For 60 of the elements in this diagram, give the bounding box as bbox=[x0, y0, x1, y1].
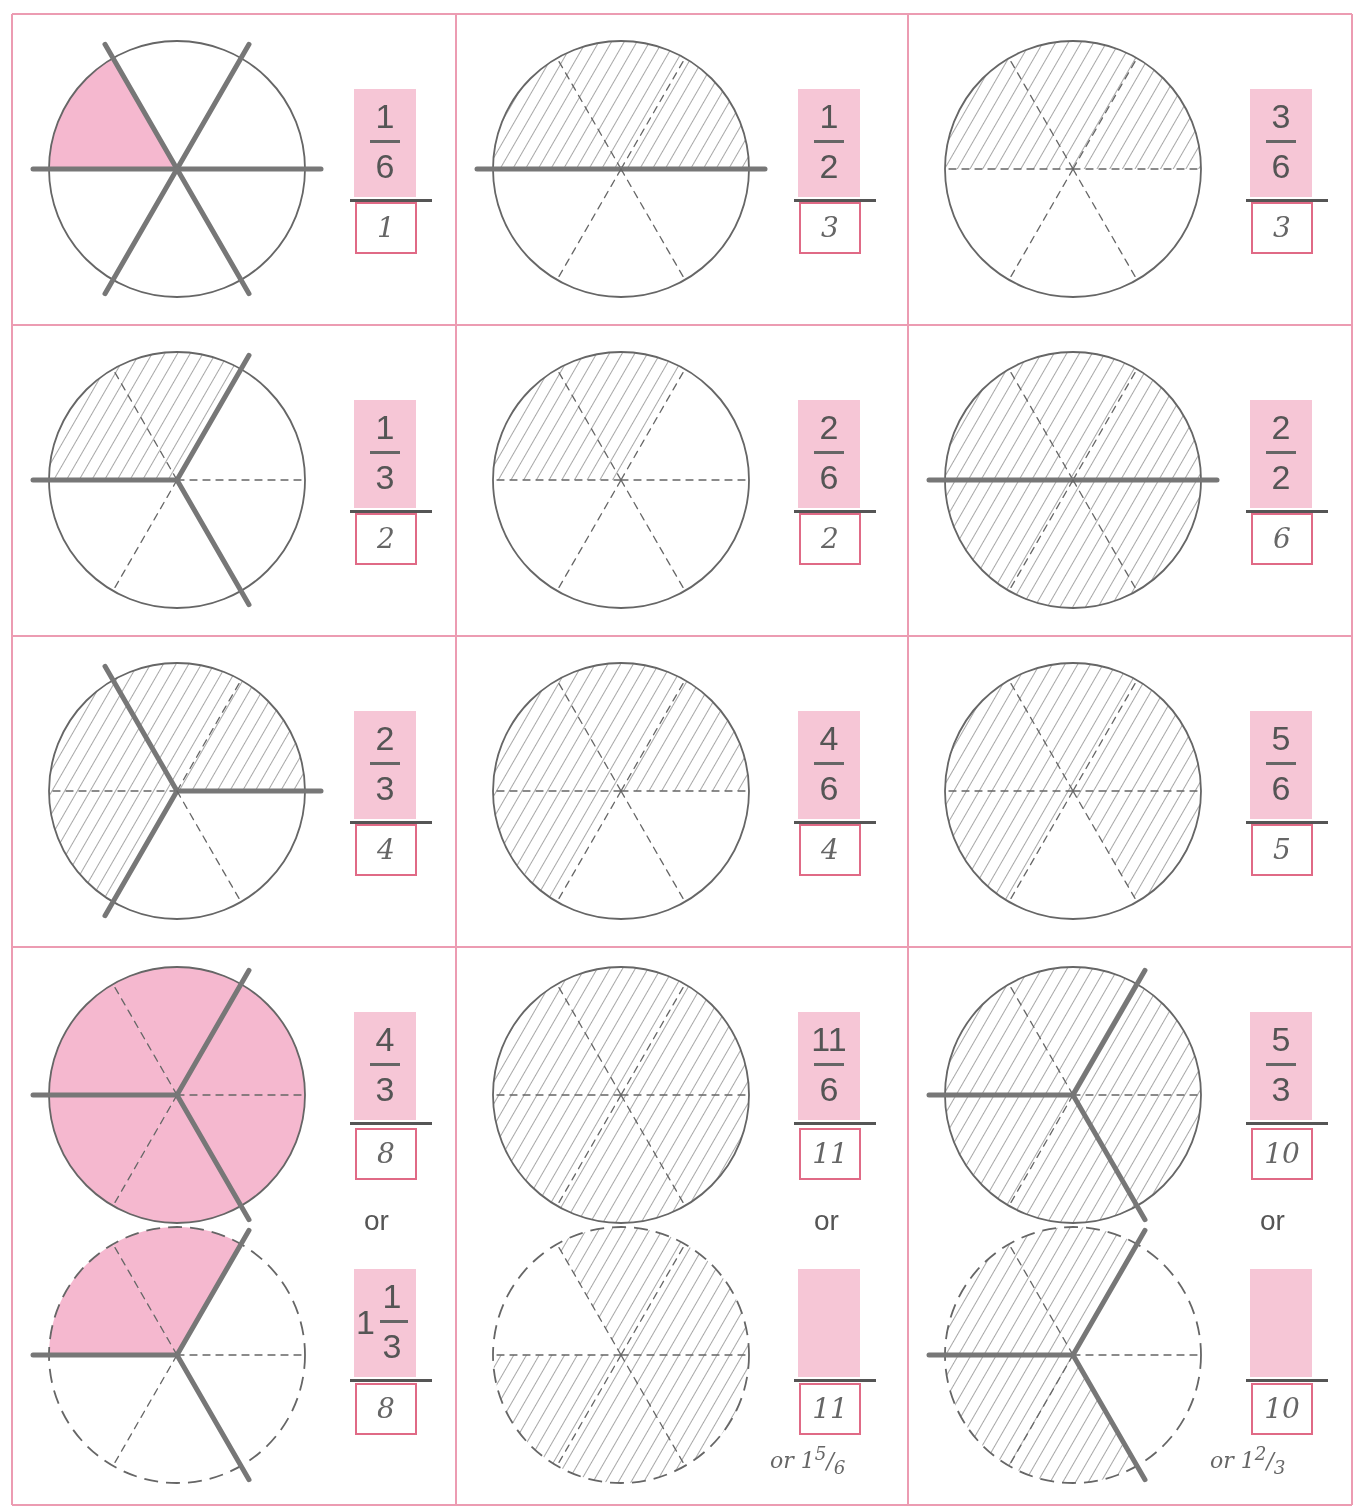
denominator: 6 bbox=[818, 460, 840, 494]
denominator: 6 bbox=[1270, 149, 1292, 183]
answer-box: 11 bbox=[799, 1383, 861, 1435]
numerator: 1 bbox=[374, 99, 396, 133]
numerator: 4 bbox=[374, 1022, 396, 1056]
answer-box: 3 bbox=[799, 202, 861, 254]
numerator: 2 bbox=[374, 721, 396, 755]
or-word: or bbox=[364, 1205, 389, 1237]
denominator: 6 bbox=[374, 149, 396, 183]
answer-box: 4 bbox=[799, 824, 861, 876]
fraction-block bbox=[1250, 1269, 1312, 1377]
fraction-block bbox=[1250, 400, 1312, 508]
or-word: or bbox=[1260, 1205, 1285, 1237]
numerator: 1 bbox=[374, 410, 396, 444]
answer-box: 10 bbox=[1251, 1128, 1313, 1180]
numerator: 1 bbox=[381, 1279, 403, 1313]
denominator: 3 bbox=[381, 1329, 403, 1363]
fraction-block bbox=[1250, 1012, 1312, 1120]
answer-box: 1 bbox=[355, 202, 417, 254]
denominator: 3 bbox=[374, 460, 396, 494]
answer-box: 8 bbox=[355, 1128, 417, 1180]
answer-box: 4 bbox=[355, 824, 417, 876]
numerator: 2 bbox=[818, 410, 840, 444]
answer-box: 5 bbox=[1251, 824, 1313, 876]
answer-box: 2 bbox=[355, 513, 417, 565]
fraction-block bbox=[354, 89, 416, 197]
whole-number: 1 bbox=[356, 1305, 372, 1339]
denominator: 3 bbox=[1270, 1072, 1292, 1106]
numerator: 1 bbox=[818, 99, 840, 133]
or-word: or bbox=[814, 1205, 839, 1237]
fraction-block bbox=[354, 400, 416, 508]
answer-box: 11 bbox=[799, 1128, 861, 1180]
answer-box: 8 bbox=[355, 1383, 417, 1435]
fraction-block bbox=[798, 89, 860, 197]
fraction-block bbox=[1250, 89, 1312, 197]
answer-box: 3 bbox=[1251, 202, 1313, 254]
fraction-block bbox=[354, 1269, 416, 1377]
numerator: 5 bbox=[1270, 1022, 1292, 1056]
fraction-block bbox=[798, 1269, 860, 1377]
denominator: 2 bbox=[818, 149, 840, 183]
answer-box: 6 bbox=[1251, 513, 1313, 565]
numerator: 2 bbox=[1270, 410, 1292, 444]
denominator: 6 bbox=[818, 1072, 840, 1106]
answer-box: 2 bbox=[799, 513, 861, 565]
fraction-block bbox=[798, 711, 860, 819]
numerator: 3 bbox=[1270, 99, 1292, 133]
numerator: 5 bbox=[1270, 721, 1292, 755]
numerator: 11 bbox=[810, 1022, 848, 1056]
fraction-block bbox=[354, 711, 416, 819]
numerator: 4 bbox=[818, 721, 840, 755]
fraction-block bbox=[1250, 711, 1312, 819]
denominator: 3 bbox=[374, 1072, 396, 1106]
fraction-block bbox=[798, 1012, 860, 1120]
denominator: 6 bbox=[1270, 771, 1292, 805]
fraction-block bbox=[354, 1012, 416, 1120]
answer-box: 10 bbox=[1251, 1383, 1313, 1435]
denominator: 6 bbox=[818, 771, 840, 805]
fraction-block bbox=[798, 400, 860, 508]
denominator: 3 bbox=[374, 771, 396, 805]
denominator: 2 bbox=[1270, 460, 1292, 494]
